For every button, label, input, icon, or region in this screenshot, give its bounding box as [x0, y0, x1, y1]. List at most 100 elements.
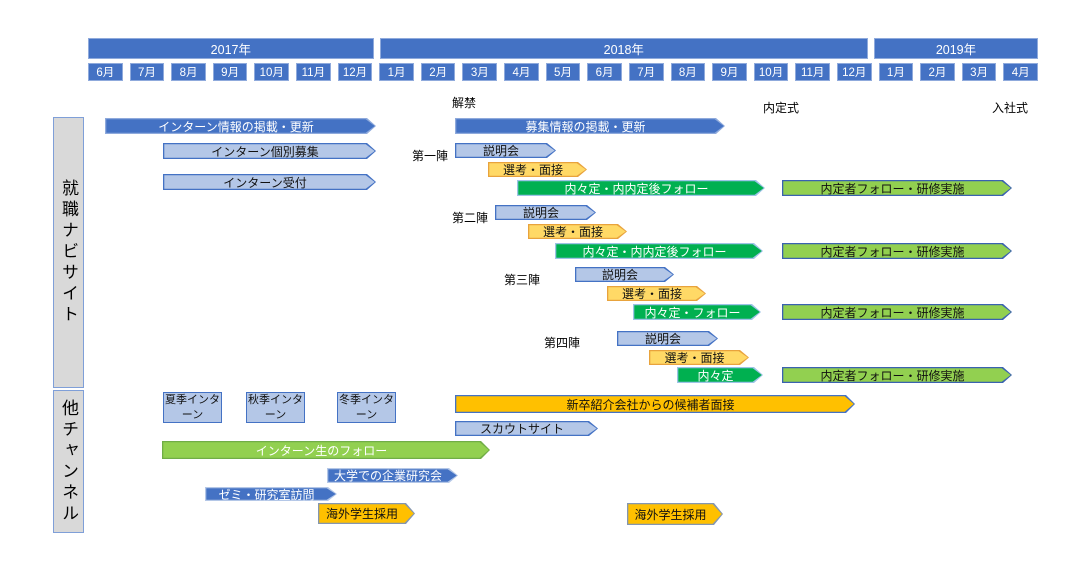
bar-fill	[456, 396, 853, 411]
bar-label: インターン生のフォロー	[255, 443, 388, 458]
bar-setsumeikai-3: 説明会	[575, 267, 674, 282]
bar-fill	[164, 144, 374, 157]
bar-label: 内定者フォロー・研修実施	[820, 368, 965, 383]
bar-label: インターン受付	[223, 175, 307, 190]
bar-fill	[456, 144, 554, 156]
bar-intern-uketsuke: インターン受付	[163, 174, 376, 190]
bar-fill	[628, 504, 721, 523]
bar-senko-mensetsu-2: 選考・面接	[528, 224, 627, 239]
bar-setsumeikai-2: 説明会	[495, 205, 596, 220]
bar-fill	[608, 287, 704, 299]
section-label-navi: 就職ナビサイト	[59, 179, 78, 326]
bar-label: 説明会	[644, 332, 681, 346]
bar-label: インターン情報の掲載・更新	[158, 119, 314, 134]
bar-label: 説明会	[522, 206, 559, 220]
section-box-navi: 就職ナビサイト	[53, 117, 84, 388]
bar-fill	[783, 305, 1010, 318]
bar-fill	[496, 206, 594, 218]
bar-label: 内定者フォロー・研修実施	[820, 181, 965, 196]
section-box-other: 他チャンネル	[53, 390, 84, 533]
bar-winter-intern: 冬季インターン	[337, 392, 396, 423]
month-cell: 9月	[212, 63, 248, 81]
bar-intern-follow: インターン生のフォロー	[162, 441, 490, 459]
bar-naiteisha-follow-3: 内定者フォロー・研修実施	[782, 304, 1012, 320]
month-cell: 10月	[753, 63, 789, 81]
bar-label: 海外学生採用	[634, 507, 707, 522]
bar-boshu-info: 募集情報の掲載・更新	[455, 118, 725, 134]
group-label-4: 第四陣	[544, 336, 581, 350]
bar-label: ゼミ・研究室訪問	[218, 487, 315, 502]
year-header-1: 2018年	[379, 38, 868, 59]
group-label-2: 第二陣	[452, 211, 489, 225]
bar-label: 新卒紹介会社からの候補者面接	[566, 397, 735, 412]
bar-label: 内々定・内内定後フォロー	[582, 244, 727, 259]
bar-label: 選考・面接	[621, 287, 682, 301]
bar-label: スカウトサイト	[479, 422, 564, 436]
bar-label: 募集情報の掲載・更新	[525, 119, 646, 134]
month-cell: 1月	[878, 63, 914, 81]
month-cell: 3月	[462, 63, 498, 81]
year-header-0: 2017年	[88, 38, 374, 59]
bar-intern-kobetsu: インターン個別募集	[163, 143, 376, 159]
month-cell: 12月	[836, 63, 872, 81]
month-cell: 11月	[795, 63, 830, 81]
month-cell: 3月	[961, 63, 997, 81]
bar-label: 選考・面接	[664, 351, 725, 365]
group-label-3: 第三陣	[504, 273, 541, 287]
bar-scout-site: スカウトサイト	[455, 421, 598, 436]
bar-label: 海外学生採用	[325, 507, 398, 521]
bar-label: 選考・面接	[502, 163, 563, 177]
bar-fill	[106, 119, 374, 132]
bar-fill	[164, 175, 374, 188]
bar-label: 内々定・フォロー	[644, 305, 741, 320]
bar-autumn-intern: 秋季インターン	[246, 392, 305, 423]
month-cell: 9月	[712, 63, 747, 81]
bar-fill	[319, 504, 413, 522]
bar-label: 秋季インターン	[248, 394, 303, 421]
bar-shinsotsu-shokai: 新卒紹介会社からの候補者面接	[455, 395, 855, 413]
annotation-kaikin: 解禁	[452, 96, 477, 110]
bar-daigaku-kenkyukai: 大学での企業研究会	[327, 468, 458, 483]
bar-kaigai-saiyo-2: 海外学生採用	[627, 503, 723, 525]
bar-fill	[456, 119, 723, 132]
bar-intern-info: インターン情報の掲載・更新	[105, 118, 376, 134]
bar-label: 内定者フォロー・研修実施	[820, 305, 965, 320]
bar-fill	[783, 244, 1010, 257]
bar-fill	[634, 305, 759, 318]
bar-label: 内定者フォロー・研修実施	[820, 244, 965, 259]
bar-fill	[618, 332, 716, 344]
bar-label: 説明会	[482, 144, 519, 158]
bar-fill	[328, 469, 456, 481]
bar-senko-mensetsu-1: 選考・面接	[488, 162, 587, 177]
bar-naiteisha-follow-1: 内定者フォロー・研修実施	[782, 180, 1012, 196]
bar-fill	[456, 422, 596, 434]
bar-fill	[529, 225, 625, 237]
month-cell: 11月	[296, 63, 331, 81]
year-header-2: 2019年	[873, 38, 1039, 59]
bar-fill	[576, 268, 672, 280]
bar-naiteisha-follow-4: 内定者フォロー・研修実施	[782, 367, 1012, 383]
bar-senko-mensetsu-3: 選考・面接	[607, 286, 706, 301]
bar-fill	[163, 442, 488, 457]
bar-label: インターン個別募集	[211, 144, 319, 159]
month-cell: 6月	[88, 63, 123, 81]
bar-nainaitei-1: 内々定・内内定後フォロー	[517, 180, 765, 196]
month-cell: 6月	[587, 63, 622, 81]
bar-nainaitei-follow-3: 内々定・フォロー	[633, 304, 761, 320]
bar-fill	[489, 163, 585, 175]
month-cell: 4月	[1003, 63, 1039, 81]
month-cell: 2月	[420, 63, 456, 81]
section-label-other: 他チャンネル	[59, 398, 78, 525]
month-cell: 7月	[129, 63, 165, 81]
bar-label: 説明会	[601, 268, 638, 282]
bar-label: 内々定・内内定後フォロー	[564, 181, 709, 196]
bar-setsumeikai-4: 説明会	[617, 331, 718, 346]
bar-zemi-homon: ゼミ・研究室訪問	[205, 487, 337, 502]
month-cell: 10月	[254, 63, 290, 81]
bar-nainaitei-4: 内々定	[677, 367, 763, 383]
month-cell: 12月	[337, 63, 373, 81]
month-cell: 7月	[628, 63, 664, 81]
